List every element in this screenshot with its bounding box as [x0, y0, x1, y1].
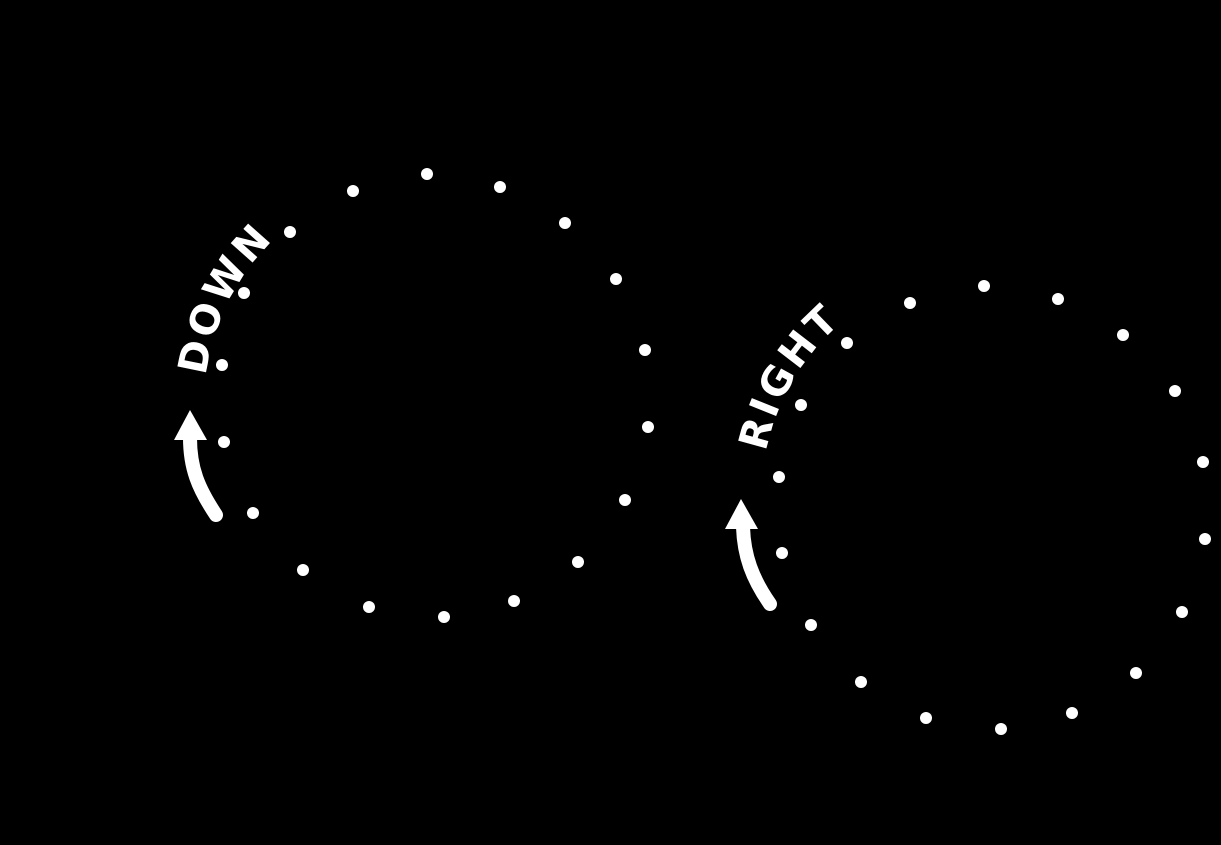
dial-dot: [1052, 293, 1064, 305]
dial-dot: [572, 556, 584, 568]
dial-dot: [508, 595, 520, 607]
dial-dot: [855, 676, 867, 688]
dial-right[interactable]: RIGHT: [725, 280, 1211, 735]
dial-dot: [1197, 456, 1209, 468]
dial-right-dots: [773, 280, 1211, 735]
dial-dot: [238, 287, 250, 299]
dial-dot: [559, 217, 571, 229]
rotate-arrow-icon: [725, 499, 777, 611]
dial-down-dots: [216, 168, 654, 623]
dial-dot: [773, 471, 785, 483]
dial-dot: [1117, 329, 1129, 341]
dial-dot: [841, 337, 853, 349]
dial-dot: [1066, 707, 1078, 719]
dial-dot: [218, 436, 230, 448]
dial-dot: [494, 181, 506, 193]
dial-dot: [610, 273, 622, 285]
dial-dot: [216, 359, 228, 371]
dial-dot: [247, 507, 259, 519]
dial-dot: [904, 297, 916, 309]
dial-dot: [1199, 533, 1211, 545]
dial-dot: [805, 619, 817, 631]
dial-down-label: DOWN: [170, 214, 282, 378]
dial-dot: [619, 494, 631, 506]
dial-right-label: RIGHT: [731, 295, 850, 454]
dial-dot: [1169, 385, 1181, 397]
dial-dot: [795, 399, 807, 411]
dial-dot: [284, 226, 296, 238]
rotate-arrow-icon: [174, 410, 223, 522]
dial-dot: [776, 547, 788, 559]
dial-dot: [995, 723, 1007, 735]
dial-dot: [920, 712, 932, 724]
dial-dot: [347, 185, 359, 197]
dial-dot: [438, 611, 450, 623]
dial-dot: [639, 344, 651, 356]
dial-dot: [978, 280, 990, 292]
dial-dot: [363, 601, 375, 613]
dial-dot: [642, 421, 654, 433]
dial-down[interactable]: DOWN: [170, 168, 654, 623]
dial-dot: [1130, 667, 1142, 679]
dial-dot: [421, 168, 433, 180]
dial-dot: [297, 564, 309, 576]
dial-dot: [1176, 606, 1188, 618]
